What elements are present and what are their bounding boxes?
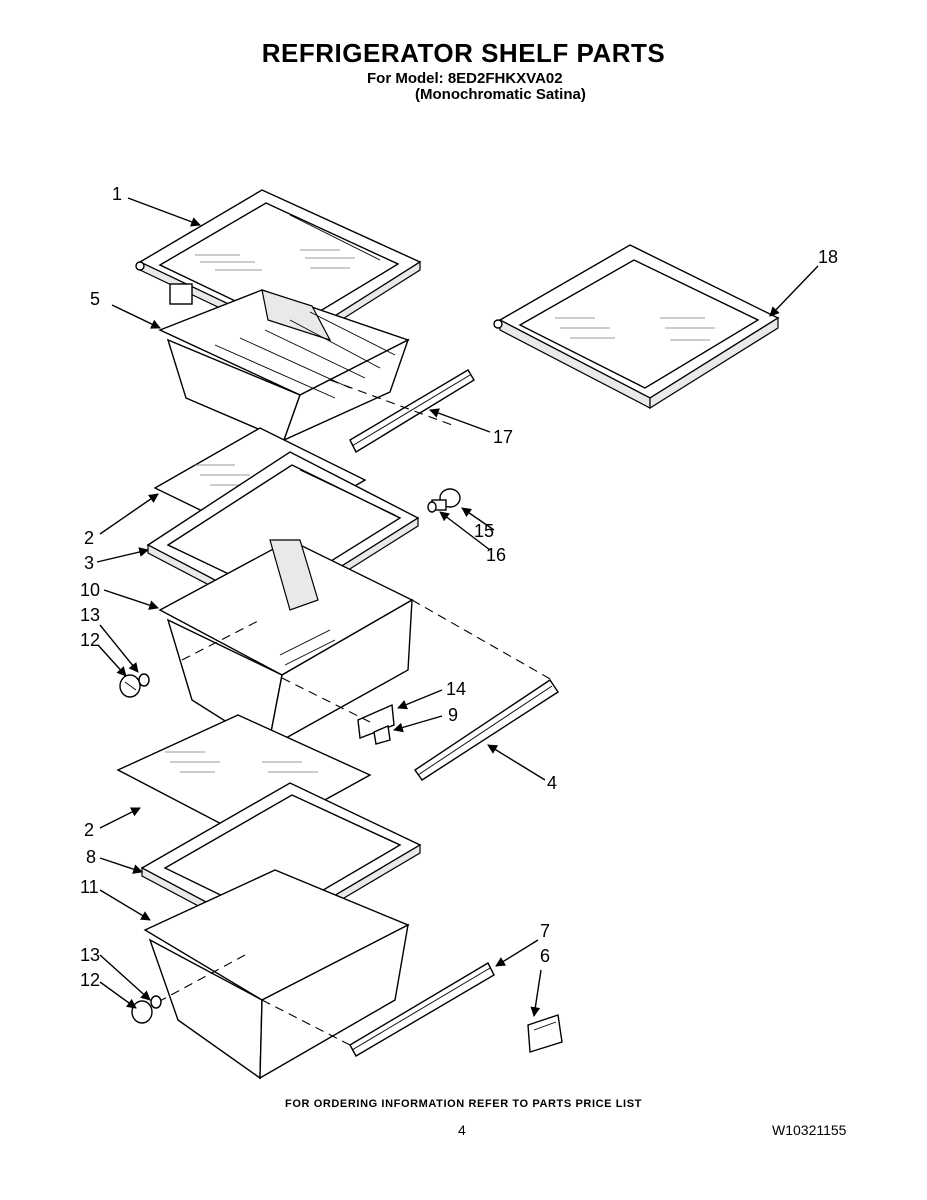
callout-7: 7 [540,921,550,941]
page-number: 4 [458,1122,466,1138]
callout-9: 9 [448,705,458,725]
part-17-front-rail [329,369,475,453]
model-line: For Model: 8ED2FHKXVA02 [367,70,563,87]
callout-16: 16 [486,545,506,565]
callout-1: 1 [112,184,122,204]
callout-12-lower: 12 [80,970,100,990]
callout-2-lower: 2 [84,820,94,840]
callout-10: 10 [80,580,100,600]
callout-17: 17 [493,427,513,447]
callout-15: 15 [474,521,494,541]
callout-14: 14 [446,679,466,699]
callout-2-upper: 2 [84,528,94,548]
callout-5: 5 [90,289,100,309]
callout-3: 3 [84,553,94,573]
callout-13-lower: 13 [80,945,100,965]
callout-12-upper: 12 [80,630,100,650]
callout-6: 6 [540,946,550,966]
part-6-clip [527,1014,563,1053]
leader-lines [96,197,819,1017]
callout-13-upper: 13 [80,605,100,625]
part-18-glass-shelf [493,244,780,410]
callout-4: 4 [547,773,557,793]
part-12-13-roller-lower [131,995,162,1024]
part-4-front-rail [411,599,559,781]
callout-11: 11 [80,877,99,897]
color-line: (Monochromatic Satina) [415,86,586,103]
callout-18: 18 [818,247,838,267]
part-15-16-roller-assembly [427,488,461,513]
part-11-crisper-drawer-lower [143,869,410,1080]
callout-8: 8 [86,847,96,867]
part-5-upper-crisper-drawer [158,283,410,442]
page-title: REFRIGERATOR SHELF PARTS [261,38,666,68]
ordering-note: FOR ORDERING INFORMATION REFER TO PARTS … [285,1098,642,1110]
part-10-crisper-drawer [158,539,414,750]
part-12-13-roller-upper [119,673,150,698]
part-7-front-rail-lower [261,962,495,1057]
document-number: W10321155 [772,1122,847,1138]
